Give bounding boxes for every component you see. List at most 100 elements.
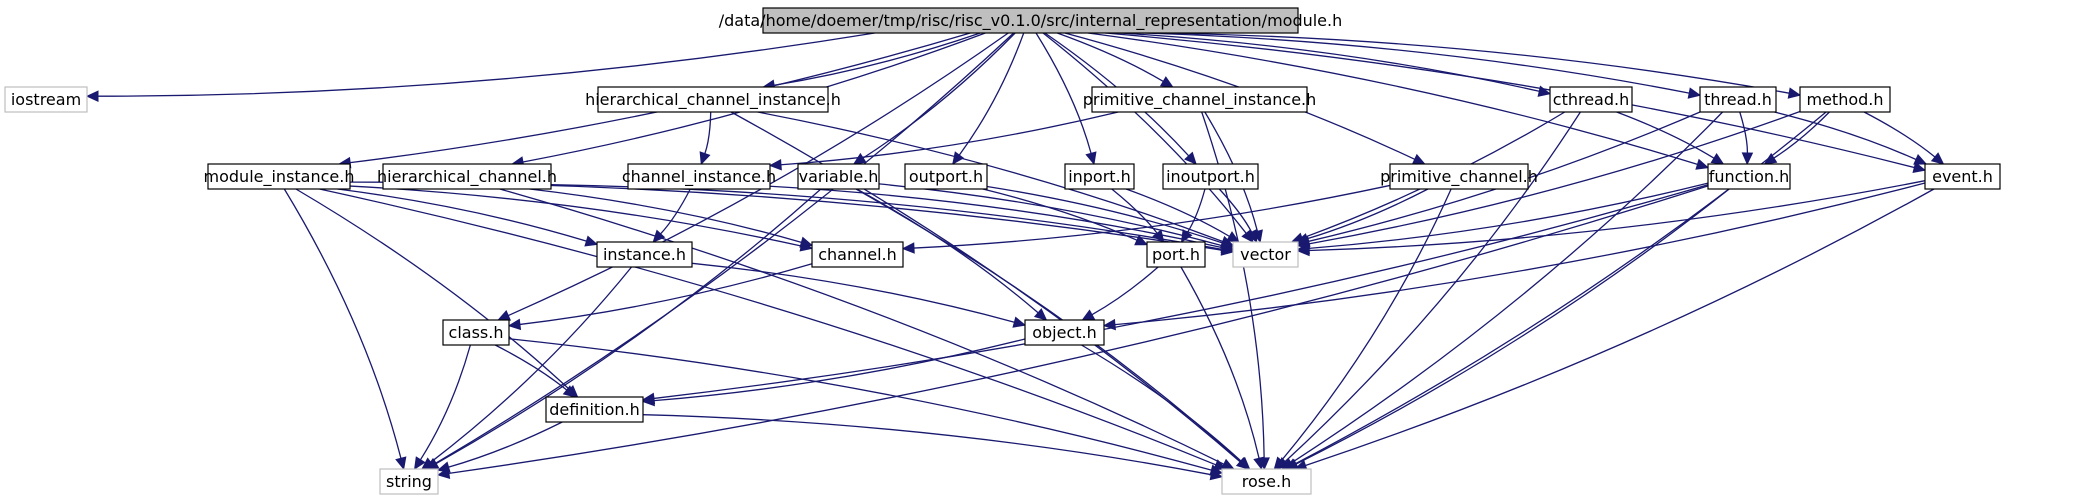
edge-line bbox=[769, 185, 1223, 249]
edge-line bbox=[448, 185, 1709, 474]
edge-module-h-to-event bbox=[1105, 32, 1927, 173]
arrowhead-icon bbox=[1273, 456, 1287, 470]
node-method[interactable]: method.h bbox=[1799, 86, 1891, 113]
node-iostream[interactable]: iostream bbox=[4, 86, 88, 113]
edge-line bbox=[435, 188, 822, 465]
node-function[interactable]: function.h bbox=[1707, 163, 1791, 190]
arrowhead-icon bbox=[436, 461, 451, 473]
edge-event-to-rose-h bbox=[1293, 188, 1935, 471]
node-variable[interactable]: variable.h bbox=[797, 163, 880, 190]
node-label: string bbox=[386, 472, 432, 491]
arrowhead-icon bbox=[1695, 158, 1710, 170]
node-label: module_instance.h bbox=[204, 167, 355, 187]
arrowhead-icon bbox=[1209, 468, 1224, 481]
edge-line bbox=[653, 184, 1709, 400]
edge-module-h-to-iostream bbox=[85, 32, 875, 102]
edge-line bbox=[986, 185, 1223, 244]
arrowhead-icon bbox=[1913, 154, 1928, 165]
edge-function-to-vector bbox=[1296, 182, 1709, 255]
edge-line bbox=[283, 188, 402, 459]
arrowhead-icon bbox=[1184, 151, 1197, 165]
node-prim-chan-inst[interactable]: primitive_channel_instance.h bbox=[1083, 86, 1317, 113]
node-module-instance[interactable]: module_instance.h bbox=[204, 163, 355, 190]
node-box bbox=[207, 163, 351, 190]
node-hier-chan[interactable]: hierarchical_channel.h bbox=[377, 163, 557, 190]
edge-channel-to-class-h bbox=[507, 263, 813, 331]
node-label: hierarchical_channel_instance.h bbox=[585, 90, 841, 110]
node-hier-chan-inst[interactable]: hierarchical_channel_instance.h bbox=[585, 86, 841, 113]
arrowhead-icon bbox=[1012, 316, 1027, 328]
node-channel[interactable]: channel.h bbox=[811, 241, 904, 268]
node-label: thread.h bbox=[1704, 90, 1772, 109]
edge-line bbox=[757, 111, 1223, 243]
node-channel-instance[interactable]: channel_instance.h bbox=[622, 163, 776, 190]
edges-layer bbox=[85, 32, 1945, 481]
edge-module-instance-to-string bbox=[283, 188, 407, 471]
node-label: definition.h bbox=[549, 400, 640, 419]
node-thread[interactable]: thread.h bbox=[1699, 86, 1777, 113]
edge-outport-to-vector bbox=[986, 185, 1235, 249]
node-label: iostream bbox=[11, 90, 81, 109]
node-box bbox=[442, 319, 510, 346]
arrowhead-icon bbox=[1220, 237, 1235, 249]
edge-object-to-rose-h bbox=[1081, 344, 1251, 470]
edge-line bbox=[1035, 32, 1092, 154]
node-cthread[interactable]: cthread.h bbox=[1549, 86, 1633, 113]
node-box bbox=[1064, 163, 1135, 190]
edge-line bbox=[1863, 111, 1936, 158]
node-box bbox=[1162, 163, 1259, 190]
edge-line bbox=[349, 181, 1223, 251]
node-label: port.h bbox=[1152, 245, 1200, 264]
edge-line bbox=[1180, 266, 1260, 459]
node-instance[interactable]: instance.h bbox=[596, 241, 693, 268]
edge-line bbox=[1087, 32, 1698, 165]
edge-line bbox=[1142, 32, 1690, 94]
edge-module-h-to-inport bbox=[1035, 32, 1097, 166]
arrowhead-icon bbox=[1296, 244, 1310, 257]
edge-line bbox=[319, 188, 1217, 466]
node-label: inport.h bbox=[1068, 167, 1131, 186]
node-box bbox=[1799, 86, 1891, 113]
edge-definition-to-string bbox=[436, 421, 563, 473]
node-rose-h[interactable]: rose.h bbox=[1221, 468, 1312, 495]
node-prim-chan[interactable]: primitive_channel.h bbox=[1380, 163, 1538, 190]
node-inoutport[interactable]: inoutport.h bbox=[1162, 163, 1259, 190]
node-label: channel.h bbox=[818, 245, 897, 264]
node-string[interactable]: string bbox=[379, 468, 439, 495]
arrowhead-icon bbox=[1033, 308, 1048, 321]
edge-line bbox=[494, 344, 568, 391]
node-box bbox=[545, 396, 644, 423]
edge-module-h-to-thread bbox=[1142, 32, 1702, 99]
edge-prim-chan-inst-to-channel-instance bbox=[768, 111, 1119, 171]
edge-thread-to-event bbox=[1774, 111, 1928, 165]
edge-line bbox=[349, 185, 802, 247]
node-box bbox=[1707, 163, 1791, 190]
node-inport[interactable]: inport.h bbox=[1064, 163, 1135, 190]
node-outport[interactable]: outport.h bbox=[904, 163, 988, 190]
edge-line bbox=[499, 188, 1225, 465]
arrowhead-icon bbox=[421, 457, 435, 470]
edge-line bbox=[773, 32, 981, 86]
edge-line bbox=[1295, 188, 1730, 465]
arrowhead-icon bbox=[1930, 152, 1945, 165]
arrowhead-icon bbox=[1102, 318, 1116, 331]
node-label: rose.h bbox=[1242, 472, 1291, 491]
node-vector[interactable]: vector bbox=[1232, 241, 1299, 268]
edge-module-instance-to-instance bbox=[337, 188, 599, 247]
edge-method-to-function bbox=[1763, 111, 1830, 165]
node-box bbox=[1389, 163, 1529, 190]
arrowhead-icon bbox=[641, 394, 655, 407]
edge-line bbox=[1616, 111, 1715, 159]
node-class-h[interactable]: class.h bbox=[442, 319, 510, 346]
node-object[interactable]: object.h bbox=[1024, 319, 1105, 346]
edge-module-h-to-function bbox=[1087, 32, 1710, 170]
arrowhead-icon bbox=[699, 151, 711, 166]
edge-object-to-definition bbox=[641, 338, 1026, 407]
edge-prim-chan-to-rose-h bbox=[1273, 188, 1452, 470]
node-box bbox=[1221, 468, 1312, 495]
node-event[interactable]: event.h bbox=[1924, 163, 2001, 190]
node-port[interactable]: port.h bbox=[1146, 241, 1206, 268]
edge-line bbox=[1105, 32, 1915, 169]
node-definition[interactable]: definition.h bbox=[545, 396, 644, 423]
